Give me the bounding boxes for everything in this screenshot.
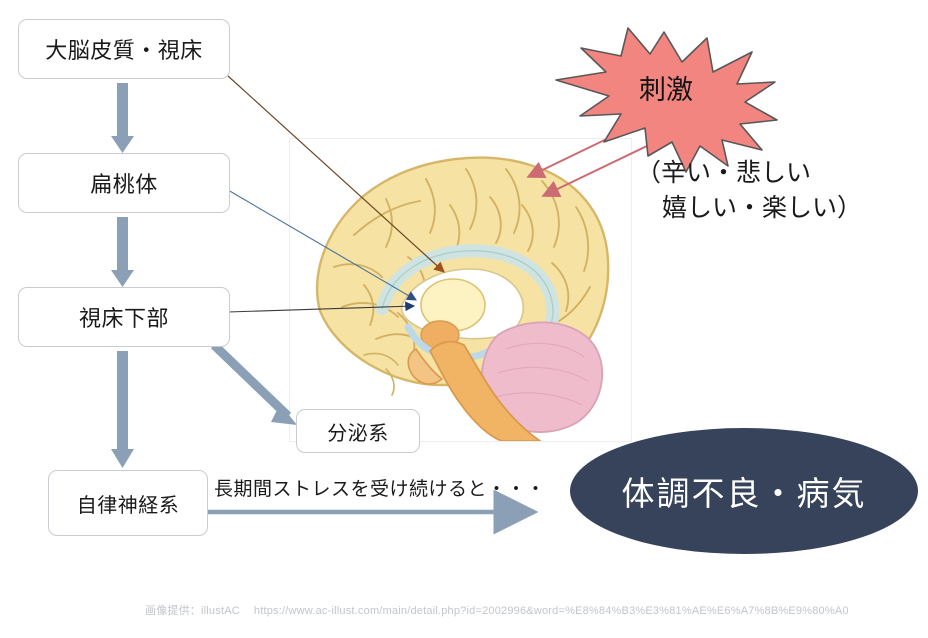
outcome-ellipse[interactable]: 体調不良・病気	[570, 428, 918, 554]
brain-fold-detail	[363, 352, 399, 396]
credit-provider: 画像提供：illustAC	[145, 605, 240, 617]
outcome-label: 体調不良・病気	[621, 475, 867, 512]
node-autonomic-nervous-system[interactable]: 自律神経系	[48, 470, 208, 536]
brain-brainstem	[407, 340, 542, 441]
flow-arrow-cortex-to-amygdala	[111, 83, 134, 153]
pointer-cortex-to-thalamus	[227, 75, 445, 273]
node-hypothalamus[interactable]: 視床下部	[18, 287, 230, 347]
node-label: 視床下部	[78, 306, 169, 331]
stress-duration-label: 長期間ストレスを受け続けると・・・	[214, 479, 546, 500]
flow-arrow-hypothalamus-to-autonomic	[111, 351, 134, 468]
stimulus-arrow-upper	[526, 133, 618, 179]
flow-arrow-amygdala-to-hypothalamus	[111, 217, 134, 287]
node-label: 分泌系	[327, 422, 389, 445]
feelings-line-2: 嬉しい・楽しい）	[662, 193, 863, 222]
node-label: 扁桃体	[90, 172, 158, 197]
node-cerebral-cortex-thalamus[interactable]: 大脳皮質・視床	[18, 19, 230, 79]
brain-illustration-panel	[289, 138, 632, 442]
node-amygdala[interactable]: 扁桃体	[18, 153, 230, 213]
stimulus-arrow-lower	[541, 144, 650, 198]
pointer-hypothalamus-to-brain	[227, 301, 416, 313]
flow-arrow-hypothalamus-to-secretory	[210, 341, 297, 425]
node-secretory-system[interactable]: 分泌系	[296, 409, 420, 453]
image-credit: 画像提供：illustAC https://www.ac-illust.com/m…	[145, 602, 849, 618]
pointer-amygdala-to-brain	[227, 189, 417, 301]
stimulus-starburst	[555, 27, 778, 173]
credit-url[interactable]: https://www.ac-illust.com/main/detail.ph…	[253, 605, 849, 617]
stimulus-feelings-text: （辛い・悲しい 嬉しい・楽しい）	[636, 156, 862, 225]
brain-corpus-callosum	[375, 244, 560, 344]
node-label: 自律神経系	[76, 494, 180, 517]
feelings-line-1: （辛い・悲しい	[636, 159, 812, 187]
node-label: 大脳皮質・視床	[45, 38, 203, 63]
brain-sagittal-illustration	[315, 156, 610, 441]
